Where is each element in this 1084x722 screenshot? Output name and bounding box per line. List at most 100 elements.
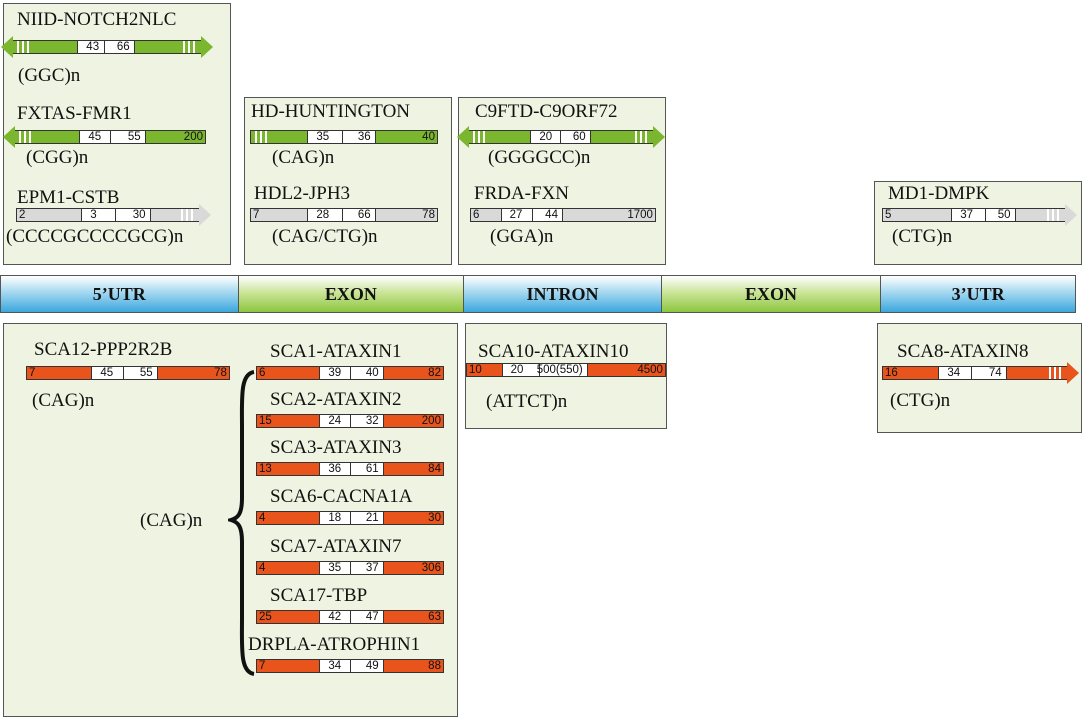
sca1-range-3: 82 (428, 367, 441, 379)
sca3-segment-3: 84 (383, 463, 443, 475)
epm1-arrow-right-icon (199, 204, 211, 226)
frda-segment-2: 44 (533, 209, 563, 221)
sca1-range-0: 6 (259, 367, 266, 379)
md1-segment-2: 50 (985, 209, 1016, 221)
sca-group-brace (228, 370, 255, 676)
sca17-segment-3: 63 (383, 611, 443, 623)
sca10-range-3: 4500 (637, 364, 663, 376)
sca10-segment-0: 10 (467, 364, 503, 376)
sca6-range-0: 4 (259, 512, 266, 524)
sca12-segment-0: 7 (27, 367, 93, 379)
sca7-range-1: 35 (328, 562, 342, 574)
panel-top-intron (458, 97, 666, 265)
sca2-range-0: 15 (259, 415, 272, 427)
frda-range-1: 27 (509, 209, 523, 221)
niid-segment-2: 66 (105, 41, 135, 53)
niid-dashes-left (17, 41, 31, 53)
sca10-gene-label: SCA10-ATAXIN10 (478, 341, 629, 362)
sca8-range-1: 34 (947, 367, 961, 379)
sca8-segment-0: 16 (883, 367, 940, 379)
sca6-range-3: 30 (428, 512, 441, 524)
niid-dashes-right (182, 41, 197, 53)
c9-segment-0 (469, 131, 532, 143)
fxtas-repeat-motif: (CGG)n (26, 147, 89, 168)
niid-arrow-right-icon (201, 36, 213, 58)
sca7-gene-label: SCA7-ATAXIN7 (270, 536, 402, 557)
niid-range-1: 43 (86, 41, 100, 53)
sca7-segment-0: 4 (257, 562, 321, 574)
sca12-gene-label: SCA12-PPP2R2B (34, 339, 173, 360)
niid-range-2: 66 (116, 41, 130, 53)
panel-top-exon (244, 97, 452, 265)
fxtas-segment-1: 45 (80, 131, 111, 143)
c9-segment-2: 60 (560, 131, 591, 143)
sca1-segment-2: 40 (350, 367, 384, 379)
md1-segment-3 (1015, 209, 1065, 221)
sca10-segment-3: 4500 (587, 364, 665, 376)
fxtas-dashes-left (19, 131, 33, 143)
niid-segment-0 (13, 41, 79, 53)
niid-repeat-motif: (GGC)n (18, 65, 81, 86)
region-3: EXON (661, 276, 882, 312)
region-0: 5’UTR (1, 276, 239, 312)
sca6-segment-3: 30 (383, 512, 443, 524)
hd-segment-1: 35 (308, 131, 343, 143)
panel-top-3utr (874, 181, 1082, 265)
c9-gene-label: C9FTD-C9ORF72 (475, 101, 618, 122)
sca1-range-2: 40 (365, 367, 379, 379)
sca12-range-0: 7 (29, 367, 36, 379)
sca3-range-1: 36 (328, 463, 342, 475)
frda-segment-3: 1700 (562, 209, 655, 221)
sca12-range-2: 55 (139, 367, 153, 379)
sca10-repeat-bar: 10 20 500(550) 4500 (466, 363, 666, 377)
epm1-gene-label: EPM1-CSTB (17, 187, 120, 208)
sca12-segment-2: 55 (124, 367, 158, 379)
hd-dashes-left (255, 131, 269, 143)
sca10-repeat-motif: (ATTCT)n (486, 391, 568, 412)
hdl2-segment-2: 66 (343, 209, 376, 221)
sca2-range-1: 24 (328, 415, 342, 427)
epm1-segment-0: 2 (17, 209, 83, 221)
hdl2-repeat-motif: (CAG/CTG)n (272, 226, 378, 247)
drpla-range-0: 7 (259, 660, 266, 672)
sca17-range-1: 42 (328, 611, 342, 623)
sca10-range-2: 500(550) (536, 364, 583, 376)
sca3-segment-2: 61 (350, 463, 384, 475)
frda-segment-1: 27 (501, 209, 534, 221)
hdl2-segment-1: 28 (308, 209, 343, 221)
md1-segment-0: 5 (883, 209, 953, 221)
md1-range-0: 5 (885, 209, 892, 221)
fxtas-range-2: 55 (127, 131, 141, 143)
hd-range-2: 36 (357, 131, 371, 143)
frda-range-0: 6 (473, 209, 480, 221)
sca3-range-3: 84 (428, 463, 441, 475)
frda-repeat-motif: (GGA)n (490, 226, 554, 247)
c9-arrow-left-icon (457, 126, 469, 148)
drpla-gene-label: DRPLA-ATROPHIN1 (248, 634, 421, 655)
sca12-segment-3: 78 (157, 367, 229, 379)
sca6-segment-2: 21 (350, 512, 384, 524)
hd-range-1: 35 (316, 131, 330, 143)
sca10-segment-2: 500(550) (536, 364, 588, 376)
sca17-segment-0: 25 (257, 611, 321, 623)
c9-repeat-motif: (GGGGCC)n (488, 147, 591, 168)
region-4: 3’UTR (881, 276, 1075, 312)
fxtas-range-3: 200 (183, 131, 203, 143)
md1-repeat-motif: (CTG)n (892, 226, 953, 247)
frda-range-2: 44 (545, 209, 558, 221)
sca8-range-0: 16 (885, 367, 898, 379)
sca6-gene-label: SCA6-CACNA1A (270, 486, 413, 507)
sca8-segment-3 (1006, 367, 1067, 379)
md1-dashes-right (1046, 209, 1061, 221)
sca2-gene-label: SCA2-ATAXIN2 (270, 389, 402, 410)
sca10-range-1: 20 (510, 364, 524, 376)
md1-segment-1: 37 (952, 209, 986, 221)
c9-segment-3 (590, 131, 653, 143)
